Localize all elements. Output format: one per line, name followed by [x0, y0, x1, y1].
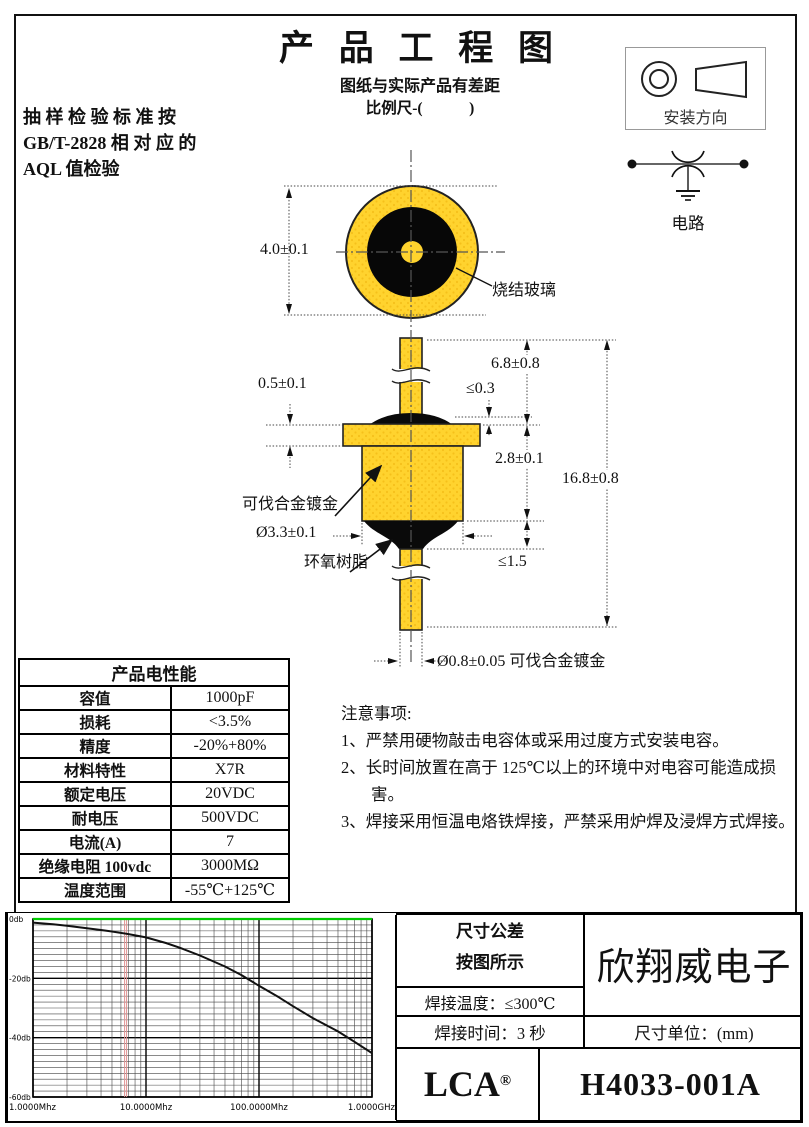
note-item-2: 2、长时间放置在高于 125℃以上的环境中对电容可能造成损害。 [341, 758, 777, 804]
part-number: H4033-001A [580, 1065, 761, 1102]
svg-text:1.0000Mhz: 1.0000Mhz [9, 1103, 56, 1113]
dim-epoxy-bottom-max: ≤1.5 [498, 553, 527, 570]
svg-text:10.0000Mhz: 10.0000Mhz [120, 1103, 173, 1113]
solder-temperature: 焊接温度：≤300℃ [424, 995, 556, 1013]
table-row: 损耗<3.5% [18, 709, 290, 735]
registered-mark: ® [499, 1072, 512, 1089]
dim-top-diameter: 4.0±0.1 [260, 241, 309, 258]
table-row: 电流(A)7 [18, 829, 290, 855]
titleblock-divider [397, 986, 583, 988]
sampling-standard-note: 抽 样 检 验 标 准 按 GB/T-2828 相 对 应 的 AQL 值检验 [23, 104, 196, 182]
titleblock-divider [397, 1047, 800, 1049]
dim-epoxy-protrusion: ≤0.3 [466, 380, 495, 397]
label-epoxy: 环氧树脂 [304, 554, 369, 571]
subtitle-note: 图纸与实际产品有差距 [339, 78, 500, 95]
tolerance-line-2: 按图所示 [456, 953, 524, 972]
svg-text:1.0000GHz: 1.0000GHz [348, 1103, 396, 1113]
svg-text:0db: 0db [9, 915, 24, 924]
tolerance-note: 尺寸公差 按图所示 [397, 916, 583, 986]
svg-text:-20db: -20db [9, 974, 31, 983]
titleblock-divider [397, 1015, 800, 1017]
dim-body-diameter: Ø3.3±0.1 [256, 524, 317, 541]
sampling-line-3: AQL 值检验 [23, 159, 120, 179]
dimension-arrows [286, 188, 610, 664]
dim-total-length: 16.8±0.8 [560, 470, 621, 488]
dimension-unit: 尺寸单位：(mm) [634, 1023, 754, 1043]
solder-time: 焊接时间：3 秒 [434, 1023, 546, 1043]
brand-text: LCA [423, 1064, 500, 1104]
extension-lines [266, 185, 618, 668]
table-row: 温度范围-55℃+125℃ [18, 877, 290, 903]
tolerance-line-1: 尺寸公差 [456, 922, 524, 941]
notes-title: 注意事项: [341, 704, 412, 723]
feedthrough-capacitor-circuit-icon [627, 150, 749, 201]
svg-text:-60db: -60db [9, 1093, 31, 1102]
label-kovar: 可伐合金镀金 [242, 496, 339, 513]
sinter-glass-leader [455, 267, 493, 287]
svg-text:100.0000Mhz: 100.0000Mhz [230, 1103, 288, 1113]
titleblock-divider [538, 1048, 540, 1120]
sampling-line-1: 抽 样 检 验 标 准 按 [23, 107, 176, 127]
table-row: 精度-20%+80% [18, 733, 290, 759]
donut-inner-icon [649, 69, 669, 89]
brand-logo: LCA® [397, 1048, 538, 1120]
spec-table-title: 产品电性能 [18, 658, 290, 687]
titleblock-divider [395, 915, 397, 1120]
note-item-3: 3、焊接采用恒温电烙铁焊接，严禁采用炉焊及浸焊方式焊接。 [341, 812, 795, 831]
kovar-leader-arrow [334, 464, 383, 517]
epoxy-leader-arrow [349, 538, 394, 573]
dim-top-lead-length: 6.8±0.8 [489, 355, 542, 373]
mounting-direction-label: 安装方向 [663, 110, 728, 127]
dim-lead-spec: Ø0.8±0.05 可伐合金镀金 [437, 653, 606, 670]
sampling-line-2: GB/T-2828 相 对 应 的 [23, 133, 197, 153]
titleblock-divider [583, 915, 585, 1048]
note-item-1: 1、严禁用硬物敲击电容体或采用过度方式安装电容。 [341, 731, 729, 750]
dim-flange-thickness: 0.5±0.1 [258, 375, 307, 392]
circuit-label: 电路 [671, 214, 705, 233]
body [361, 445, 464, 522]
svg-text:-40db: -40db [9, 1034, 31, 1043]
donut-outer-icon [641, 61, 677, 97]
company-name: 欣翔威电子 [596, 947, 792, 989]
label-sinter-glass: 烧结玻璃 [492, 282, 557, 299]
trapezoid-icon [695, 60, 747, 99]
mounting-direction-icons [641, 60, 747, 99]
scale-line: 比例尺-( ) [365, 100, 475, 117]
notes-block: 注意事项: 1、严禁用硬物敲击电容体或采用过度方式安装电容。 2、长时间放置在高… [341, 700, 799, 835]
dim-body-length: 2.8±0.1 [493, 450, 546, 468]
mounting-direction-box [625, 47, 766, 130]
page-title: 产 品 工 程 图 [278, 29, 561, 68]
